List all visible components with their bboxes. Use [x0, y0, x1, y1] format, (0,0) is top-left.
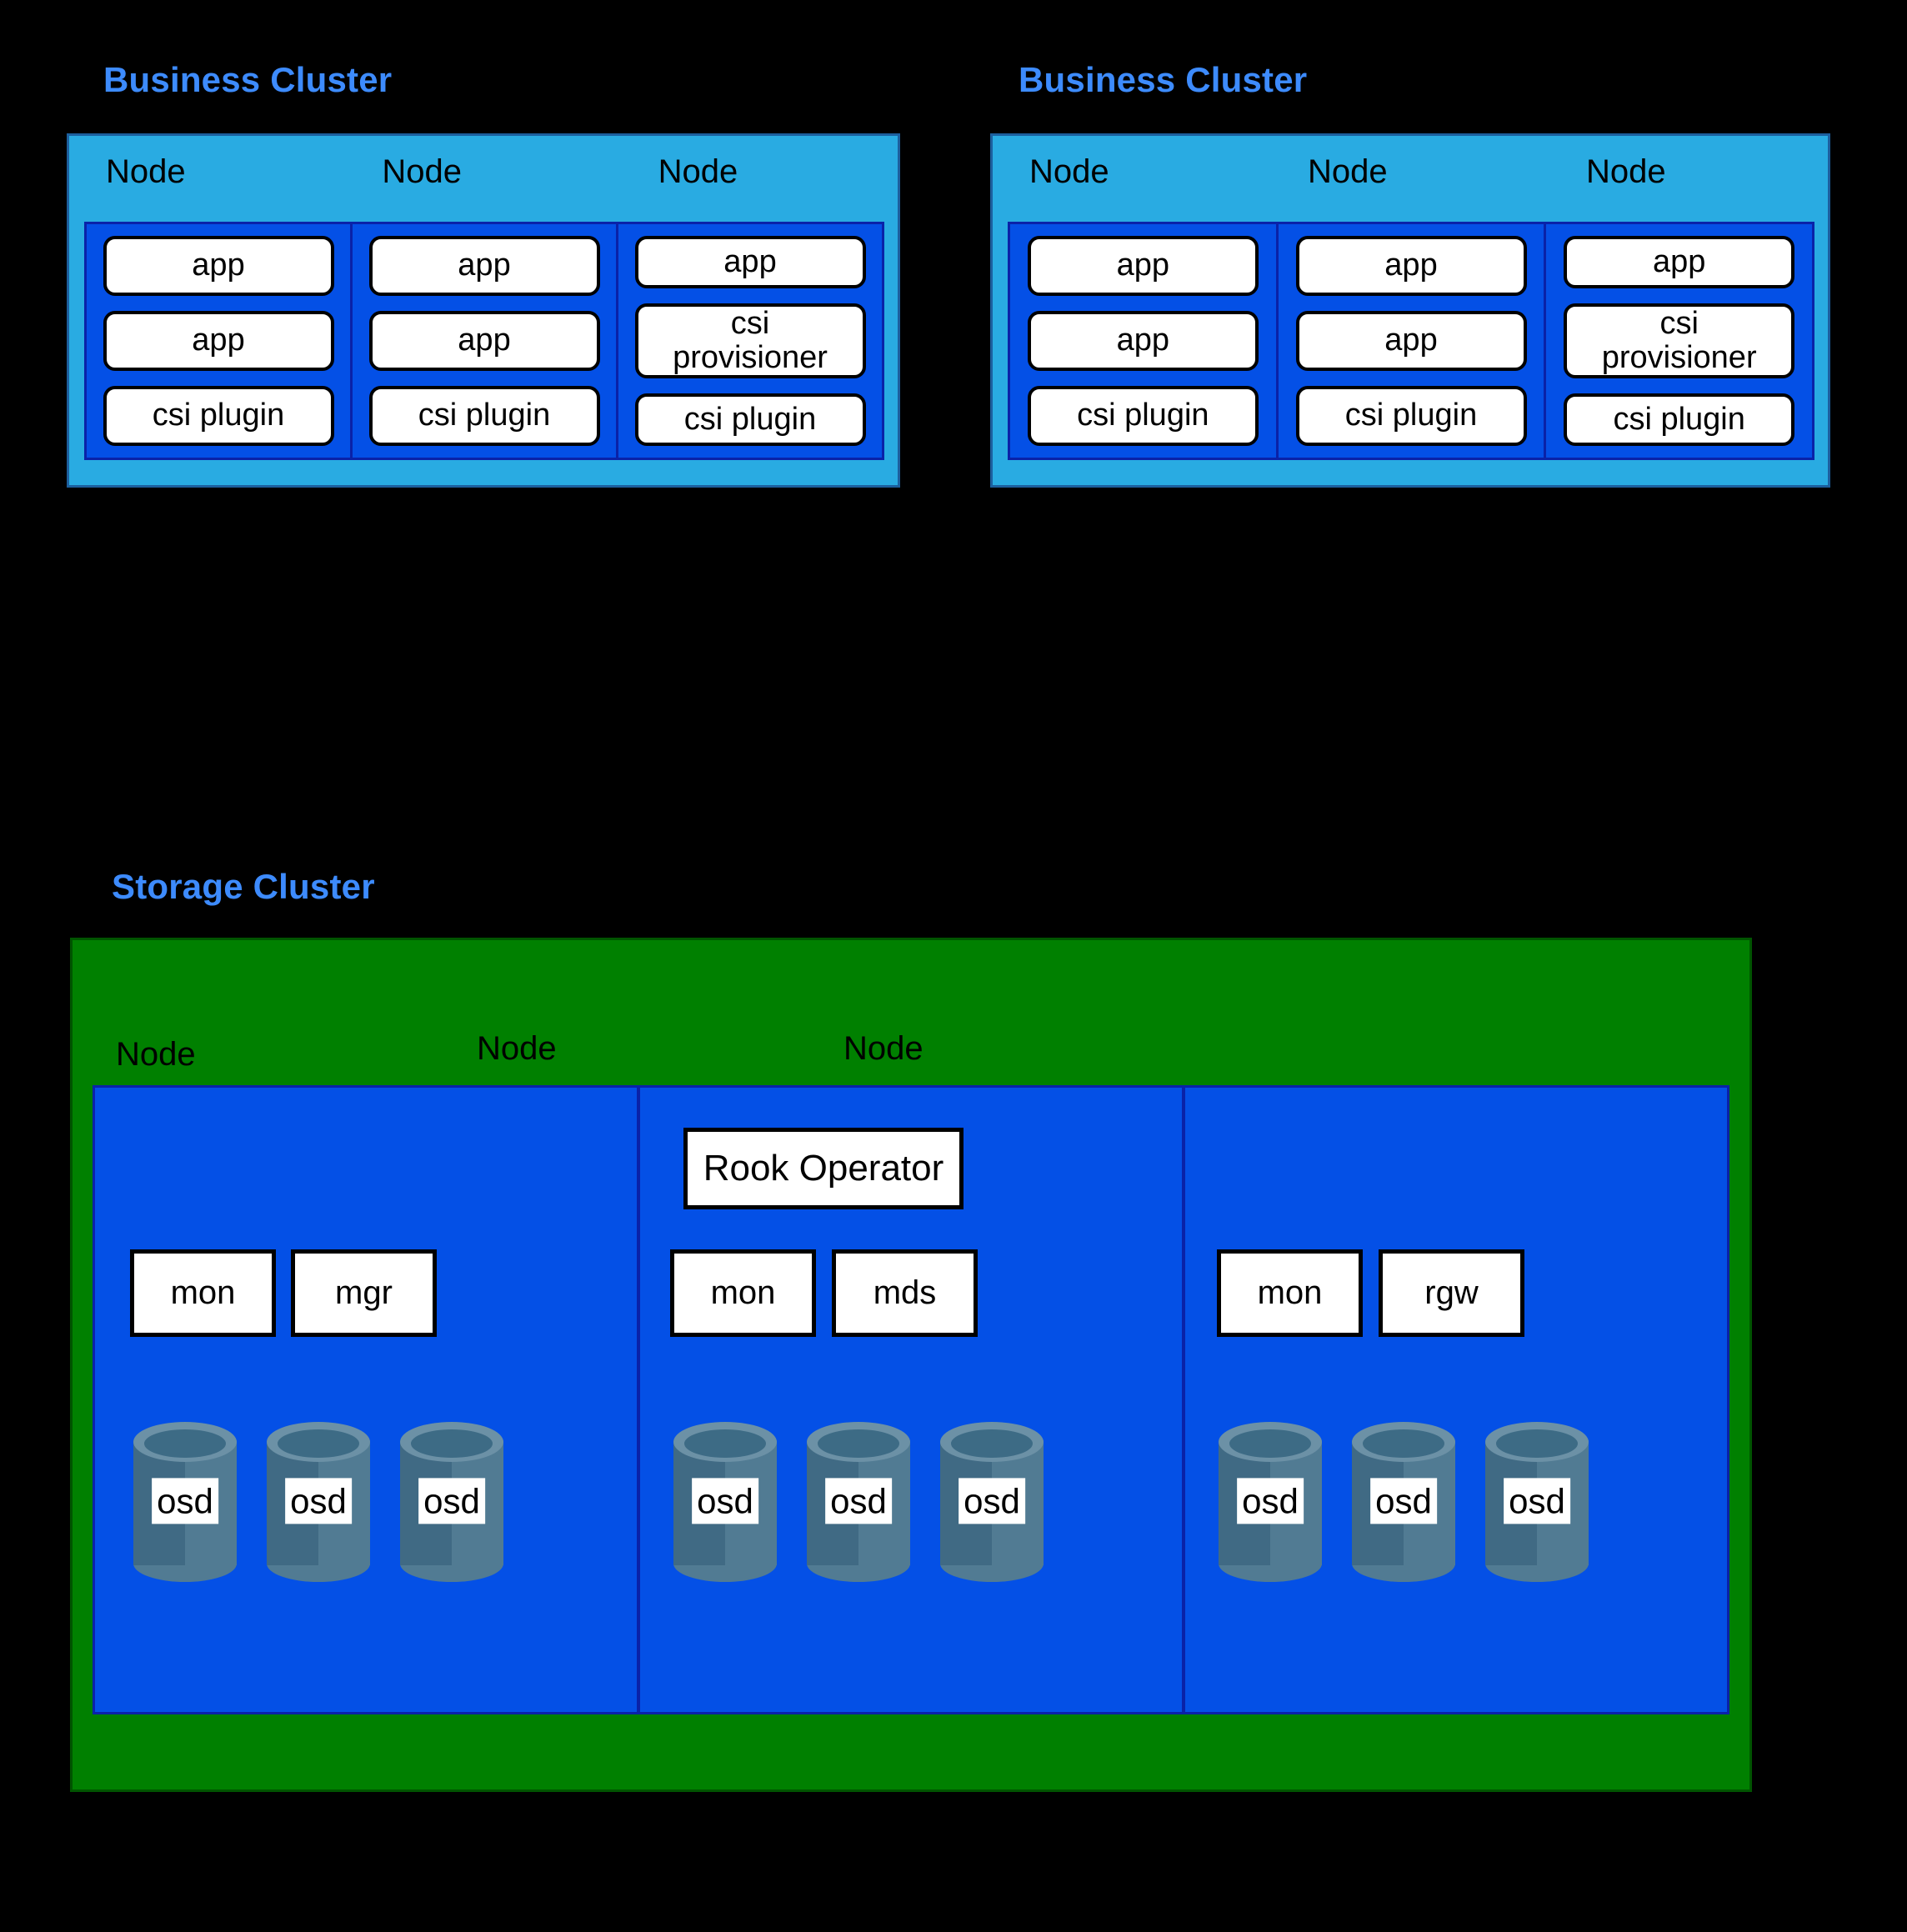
osd-cylinder[interactable]: osd — [1210, 1415, 1330, 1587]
pod[interactable]: app — [103, 311, 334, 371]
pod[interactable]: csi plugin — [634, 393, 866, 446]
daemon-box[interactable]: rgw — [1379, 1249, 1524, 1337]
node-column: app app csi plugin — [1279, 224, 1547, 458]
node-column: app csi provisioner csi plugin — [618, 224, 882, 458]
node-label: Node — [1308, 153, 1388, 190]
node-label: Node — [477, 1030, 557, 1067]
business-cluster-2: Node Node Node app app csi plugin app ap… — [990, 133, 1830, 488]
osd-cylinder[interactable]: osd — [392, 1415, 512, 1587]
osd-cylinder[interactable]: osd — [258, 1415, 378, 1587]
osd-cylinder[interactable]: osd — [1344, 1415, 1464, 1587]
osd-label: osd — [1504, 1478, 1570, 1524]
node-column: app app csi plugin — [353, 224, 618, 458]
node-label: Node — [658, 153, 738, 190]
osd-label: osd — [959, 1478, 1025, 1524]
osd-label: osd — [285, 1478, 352, 1524]
business-cluster-2-node-labels: Node Node Node — [993, 136, 1828, 208]
osd-label: osd — [1370, 1478, 1437, 1524]
osd-cylinder[interactable]: osd — [932, 1415, 1052, 1587]
osd-group: osd osd — [125, 1415, 525, 1587]
pod[interactable]: csi plugin — [103, 386, 334, 446]
storage-node-column: Rook Operator mon mds osd — [640, 1088, 1185, 1712]
pod[interactable]: app — [368, 311, 600, 371]
storage-node-column: mon rgw osd — [1185, 1088, 1727, 1712]
business-cluster-2-node-area: app app csi plugin app app csi plugin ap… — [1008, 222, 1814, 460]
node-column: app app csi plugin — [1010, 224, 1279, 458]
osd-label: osd — [825, 1478, 892, 1524]
node-label: Node — [843, 1030, 923, 1067]
node-label: Node — [382, 153, 462, 190]
node-column: app csi provisioner csi plugin — [1546, 224, 1812, 458]
node-label: Node — [106, 153, 186, 190]
business-cluster-2-title: Business Cluster — [1019, 60, 1308, 99]
pod[interactable]: csi plugin — [1564, 393, 1795, 446]
osd-cylinder[interactable]: osd — [125, 1415, 245, 1587]
pod[interactable]: app — [634, 236, 866, 288]
pod[interactable]: app — [1295, 236, 1527, 296]
osd-cylinder[interactable]: osd — [665, 1415, 785, 1587]
osd-label: osd — [152, 1478, 218, 1524]
rook-operator-box[interactable]: Rook Operator — [683, 1128, 964, 1209]
osd-group: osd osd — [665, 1415, 1065, 1587]
storage-cluster-node-area: mon mgr osd — [93, 1085, 1729, 1714]
business-cluster-1-node-area: app app csi plugin app app csi plugin ap… — [84, 222, 884, 460]
storage-cluster-node-labels — [73, 1882, 1749, 1932]
daemon-box[interactable]: mon — [670, 1249, 816, 1337]
node-label: Node — [1586, 153, 1666, 190]
pod[interactable]: app — [1295, 311, 1527, 371]
pod[interactable]: csi plugin — [1027, 386, 1259, 446]
pod[interactable]: csi plugin — [368, 386, 600, 446]
pod[interactable]: app — [1027, 311, 1259, 371]
osd-label: osd — [418, 1478, 485, 1524]
osd-cylinder[interactable]: osd — [1477, 1415, 1597, 1587]
daemon-box[interactable]: mds — [832, 1249, 978, 1337]
business-cluster-1-title: Business Cluster — [103, 60, 393, 99]
pod-csi-provisioner[interactable]: csi provisioner — [1564, 303, 1795, 379]
daemon-box[interactable]: mgr — [291, 1249, 437, 1337]
node-column: app app csi plugin — [87, 224, 353, 458]
pod[interactable]: csi plugin — [1295, 386, 1527, 446]
osd-cylinder[interactable]: osd — [798, 1415, 918, 1587]
storage-cluster: Node Node Node mon mgr — [70, 938, 1752, 1792]
business-cluster-1-node-labels: Node Node Node — [69, 136, 898, 208]
diagram-canvas: Business Cluster Node Node Node app app … — [67, 60, 1830, 1792]
daemon-box[interactable]: mon — [130, 1249, 276, 1337]
business-cluster-1: Node Node Node app app csi plugin app ap… — [67, 133, 900, 488]
osd-label: osd — [692, 1478, 758, 1524]
daemon-box[interactable]: mon — [1217, 1249, 1363, 1337]
pod[interactable]: app — [368, 236, 600, 296]
storage-cluster-title: Storage Cluster — [112, 867, 375, 906]
pod[interactable]: app — [103, 236, 334, 296]
storage-node-column: mon mgr osd — [95, 1088, 640, 1712]
node-label: Node — [1029, 153, 1109, 190]
osd-group: osd osd — [1210, 1415, 1610, 1587]
node-label: Node — [116, 1036, 196, 1073]
osd-label: osd — [1237, 1478, 1304, 1524]
pod[interactable]: app — [1564, 236, 1795, 288]
pod-csi-provisioner[interactable]: csi provisioner — [634, 303, 866, 379]
pod[interactable]: app — [1027, 236, 1259, 296]
